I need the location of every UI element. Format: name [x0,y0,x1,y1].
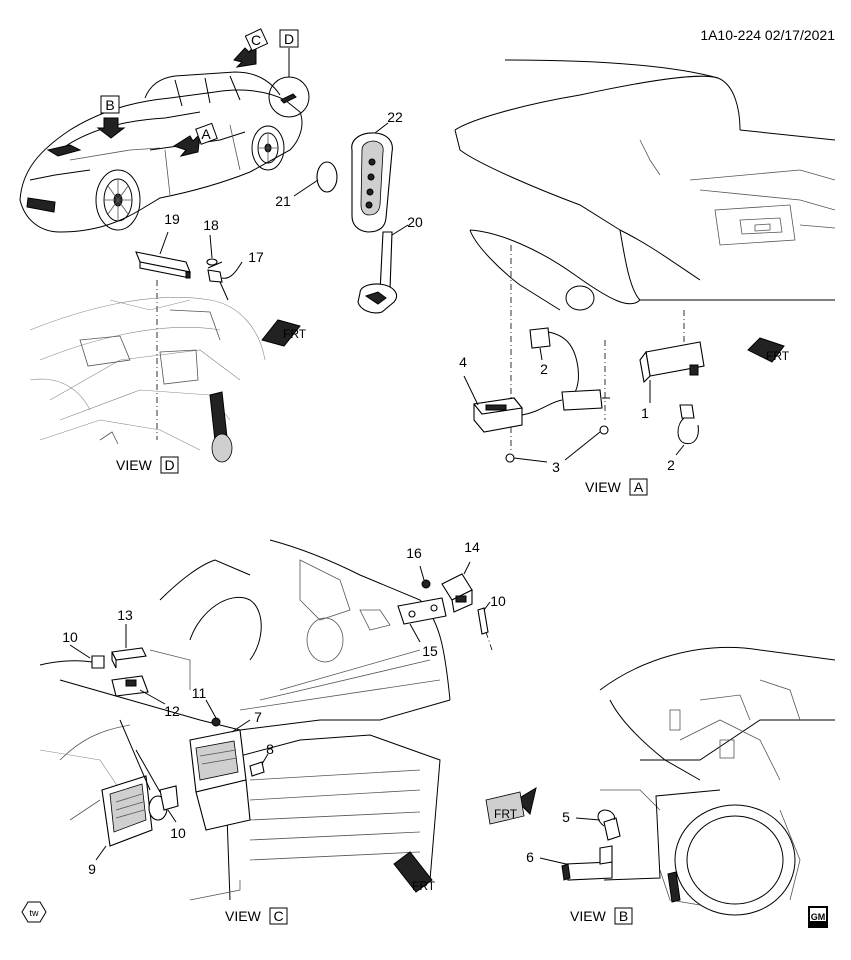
vehicle-illustration [19,48,310,233]
callout-11: 11 [192,685,207,701]
callout-21: 21 [275,193,291,209]
callout-b-label: B [105,97,114,113]
key-fob [351,122,393,233]
antenna-1 [639,341,705,403]
callout-14: 14 [464,539,480,555]
view-c-letter: C [273,908,283,924]
callout-10-left: 10 [62,629,78,645]
tw-logo: tw [21,901,47,923]
frt-arrow-view-b: FRT [485,786,537,825]
callout-18: 18 [203,217,219,233]
callout-15: 15 [422,643,438,659]
callout-c-label: C [251,32,261,48]
view-a-prefix: VIEW [585,479,622,495]
svg-text:tw: tw [30,908,40,918]
antenna-connector [207,261,243,301]
view-c-trunk [39,539,451,901]
callout-arrow-a: A [172,122,218,157]
view-d-interior [29,297,266,463]
antenna-module [135,231,191,279]
frt-label-c: FRT [412,879,436,893]
document-code: 1A10-224 02/17/2021 [700,27,835,43]
callout-5: 5 [562,809,570,825]
connector-2-lower [675,404,699,456]
view-b-prefix: VIEW [570,908,607,924]
frt-label-b: FRT [494,807,518,821]
connector-2-upper [529,327,579,399]
callout-a-label: A [201,126,211,142]
callout-8: 8 [266,741,274,757]
callout-6: 6 [526,849,534,865]
module-13 [111,624,147,669]
callout-3: 3 [552,459,560,475]
wire-harness-10-left [39,644,105,669]
callout-9: 9 [88,861,96,877]
bracket-12 [111,675,166,705]
leader-line-6 [603,789,721,881]
frt-arrow-view-c: FRT [393,851,436,893]
frt-arrow-view-a: FRT [747,337,790,363]
connector-8 [249,753,269,777]
bracket-15 [397,597,447,643]
view-b-bumper [599,646,836,916]
view-b-letter: B [619,908,628,924]
key-blade [357,224,409,314]
callout-box-d: D [279,29,299,48]
frt-arrow-view-d: FRT [261,319,307,347]
callout-20: 20 [407,214,423,230]
control-module-9 [95,775,153,861]
callout-22: 22 [387,109,403,125]
callout-arrow-c: C [233,28,269,68]
callout-2-lower: 2 [667,457,675,473]
view-a-console [454,59,836,311]
view-d-letter: D [164,457,174,473]
nut-16 [419,565,431,589]
module-4 [463,375,610,433]
callout-13: 13 [117,607,133,623]
callout-12: 12 [164,703,180,719]
module-14 [441,561,473,613]
callout-17: 17 [248,249,264,265]
nut-11 [205,699,221,727]
fastener-stud [206,234,223,269]
screw-10-right [477,601,493,651]
callout-19: 19 [164,211,180,227]
view-d-prefix: VIEW [116,457,153,473]
frt-label-a: FRT [766,349,790,363]
wire-harness-10-lower [119,719,179,823]
view-a-letter: A [634,479,644,495]
callout-16: 16 [406,545,422,561]
svg-text:GM: GM [811,912,826,922]
callout-10-right: 10 [490,593,506,609]
frt-label-d: FRT [283,327,307,341]
gm-logo: GM [808,906,828,928]
sensor-5 [575,809,621,841]
callout-7: 7 [254,709,262,725]
key-battery [293,161,338,197]
callout-arrow-b: B [96,95,126,139]
callout-d-label: D [284,31,294,47]
fasteners-3 [505,425,609,463]
junction-block-7 [189,719,251,831]
callout-4: 4 [459,354,467,370]
callout-1: 1 [641,405,649,421]
callout-2-upper: 2 [540,361,548,377]
callout-10-lower: 10 [170,825,186,841]
antenna-6 [539,845,613,881]
view-c-prefix: VIEW [225,908,262,924]
